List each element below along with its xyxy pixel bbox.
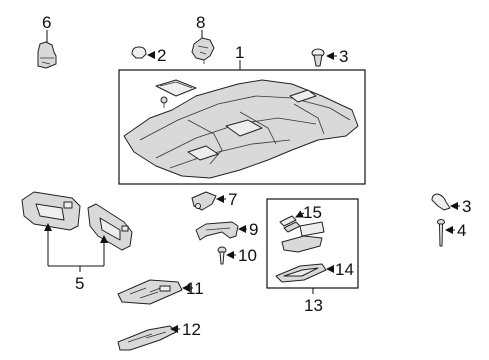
callout-14: 14 bbox=[335, 260, 354, 279]
part-12-trim-strip bbox=[117, 325, 177, 351]
headliner-frame bbox=[118, 69, 366, 185]
part-15-bulb bbox=[279, 215, 301, 233]
part-13-lamp-housing bbox=[281, 221, 325, 253]
part-5-sun-visor-right bbox=[87, 203, 133, 251]
callout-6: 6 bbox=[42, 13, 51, 32]
part-3-hook-right bbox=[431, 193, 451, 211]
part-8-bracket bbox=[191, 37, 215, 64]
part-5-sun-visor-left bbox=[21, 191, 81, 231]
callout-5: 5 bbox=[75, 274, 84, 293]
part-4-bolt bbox=[437, 219, 445, 247]
callout-13: 13 bbox=[304, 296, 323, 315]
part-1-headliner bbox=[123, 79, 359, 179]
callout-3-top: 3 bbox=[339, 47, 348, 66]
callout-15: 15 bbox=[303, 203, 322, 222]
callout-4: 4 bbox=[457, 221, 466, 240]
callout-7: 7 bbox=[228, 190, 237, 209]
part-9-grab-handle bbox=[195, 221, 239, 241]
callout-11: 11 bbox=[186, 279, 204, 298]
part-7-bracket bbox=[191, 191, 217, 211]
callout-3-right: 3 bbox=[462, 197, 471, 216]
part-2-clip bbox=[131, 46, 147, 59]
callout-2: 2 bbox=[157, 46, 166, 65]
part-6-clip bbox=[37, 41, 57, 69]
part-3-push-pin-top bbox=[311, 48, 325, 67]
part-14-lens bbox=[275, 263, 327, 283]
part-10-screw bbox=[217, 246, 227, 265]
callout-8: 8 bbox=[196, 13, 205, 32]
leader-15 bbox=[295, 210, 305, 218]
callout-10: 10 bbox=[238, 246, 257, 265]
callout-9: 9 bbox=[249, 220, 258, 239]
leader-5 bbox=[44, 223, 108, 272]
callout-1: 1 bbox=[235, 43, 244, 62]
part-11-console-panel bbox=[117, 279, 183, 305]
callout-12: 12 bbox=[182, 320, 201, 339]
